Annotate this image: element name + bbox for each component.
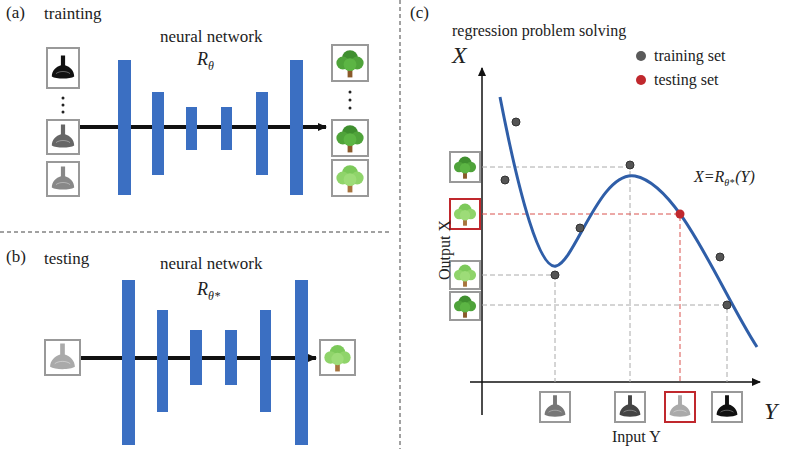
panel-letter: (a) [6,4,25,23]
axis-letter: X [452,42,467,68]
legend-swatch [636,51,646,61]
legend-text: training set [654,47,726,65]
panel-title: testing [44,250,89,269]
panel-letter: (b) [6,248,26,267]
axis-title: Output X [436,220,454,280]
divider [0,232,390,233]
legend-swatch [636,75,646,85]
panel-letter: (c) [410,4,429,23]
network-symbol: R [197,280,208,300]
subscript: θ* [208,290,220,303]
subscript: θ [208,60,214,73]
curve-label: X=R [694,168,724,186]
divider [400,0,401,449]
subscript: θ* [724,177,734,188]
network-symbol: R [197,50,208,70]
panel-title: regression problem solving [452,22,626,40]
network-label: neural network [160,255,262,274]
axis-title: Input Y [612,428,661,446]
network-label: neural network [160,28,262,47]
curve-label: (Y) [735,168,755,186]
panel-title: trainting [44,5,102,24]
legend-text: testing set [654,71,718,89]
axis-letter: Y [764,398,777,424]
